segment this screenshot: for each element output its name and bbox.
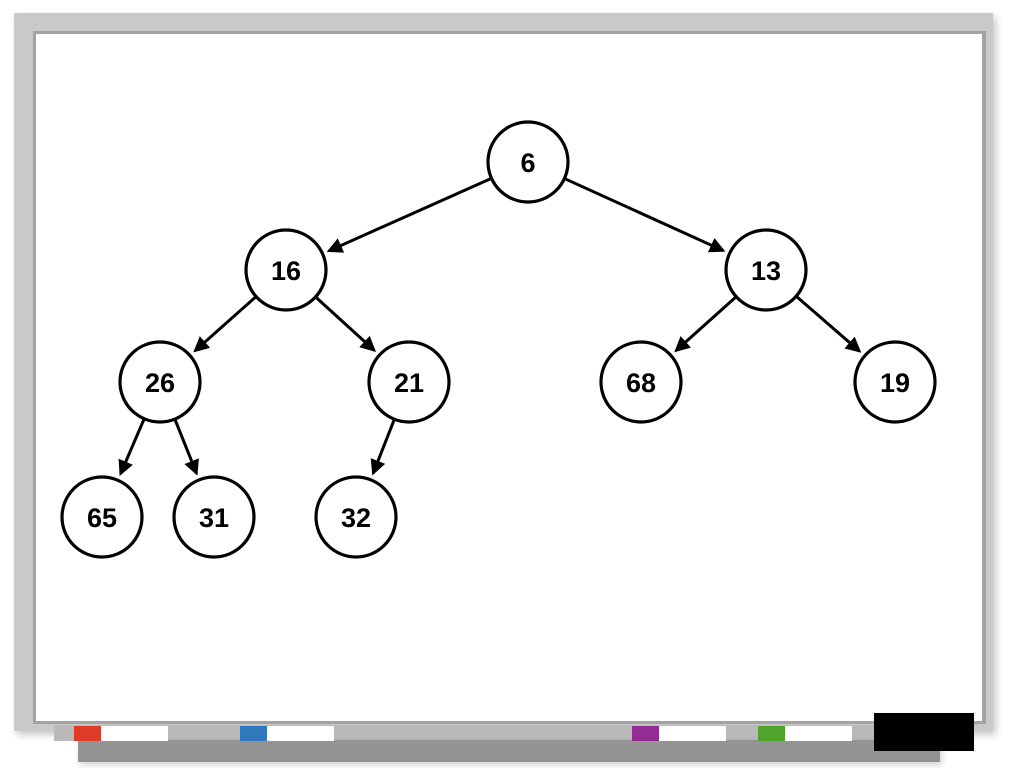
tree-node-label-6: 6 [520, 148, 535, 178]
tree-edge-13-to-19 [795, 295, 862, 353]
tree-edge-26-to-31 [173, 419, 199, 476]
purple-marker-cap [632, 726, 659, 741]
red-marker-body [101, 726, 168, 741]
tree-node-circle-65 [60, 475, 144, 559]
tree-edge-16-to-21 [315, 296, 377, 352]
tree-node-label-26: 26 [145, 368, 175, 398]
tree-edge-13-to-68 [674, 296, 737, 353]
green-marker-body [785, 726, 852, 741]
tree-node-label-16: 16 [271, 256, 301, 286]
tree-node-label-13: 13 [751, 256, 781, 286]
tree-node-label-68: 68 [626, 368, 656, 398]
tree-node-65[interactable]: 65 [60, 475, 144, 559]
tree-edge-16-to-26 [193, 296, 257, 353]
red-marker-cap [74, 726, 101, 741]
tree-node-label-19: 19 [880, 368, 910, 398]
marker-tray-lip [78, 740, 940, 762]
tree-nodes: 6 16 13 26 21 68 19 65 31 32 [60, 120, 937, 559]
tree-node-circle-19 [853, 340, 937, 424]
purple-marker[interactable] [632, 726, 726, 741]
tree-node-label-21: 21 [394, 368, 424, 398]
tree-node-label-32: 32 [341, 503, 371, 533]
tree-node-19[interactable]: 19 [853, 340, 937, 424]
eraser[interactable] [874, 713, 974, 751]
tree-node-32[interactable]: 32 [314, 475, 398, 559]
tree-node-label-31: 31 [199, 503, 229, 533]
purple-marker-body [659, 726, 726, 741]
tree-node-21[interactable]: 21 [367, 340, 451, 424]
tree-node-16[interactable]: 16 [244, 228, 328, 312]
tree-edge-21-to-32 [370, 419, 396, 476]
tree-node-circle-13 [724, 228, 808, 312]
tree-node-circle-16 [244, 228, 328, 312]
tree-edge-6-to-16 [326, 177, 492, 253]
green-marker-cap [758, 726, 785, 741]
tree-node-circle-26 [118, 340, 202, 424]
tree-edge-6-to-13 [564, 177, 726, 253]
tree-node-circle-32 [314, 475, 398, 559]
tree-node-label-65: 65 [87, 503, 117, 533]
tree-node-circle-6 [486, 120, 570, 204]
tree-node-68[interactable]: 68 [599, 340, 683, 424]
blue-marker-body [267, 726, 334, 741]
blue-marker-cap [240, 726, 267, 741]
tree-node-13[interactable]: 13 [724, 228, 808, 312]
red-marker[interactable] [74, 726, 168, 741]
blue-marker[interactable] [240, 726, 334, 741]
green-marker[interactable] [758, 726, 852, 741]
tree-edges [118, 177, 862, 477]
tree-node-circle-21 [367, 340, 451, 424]
tree-node-26[interactable]: 26 [118, 340, 202, 424]
tree-edge-26-to-65 [118, 419, 146, 477]
tree-node-circle-68 [599, 340, 683, 424]
tree-node-6[interactable]: 6 [486, 120, 570, 204]
tree-node-31[interactable]: 31 [172, 475, 256, 559]
tree-node-circle-31 [172, 475, 256, 559]
